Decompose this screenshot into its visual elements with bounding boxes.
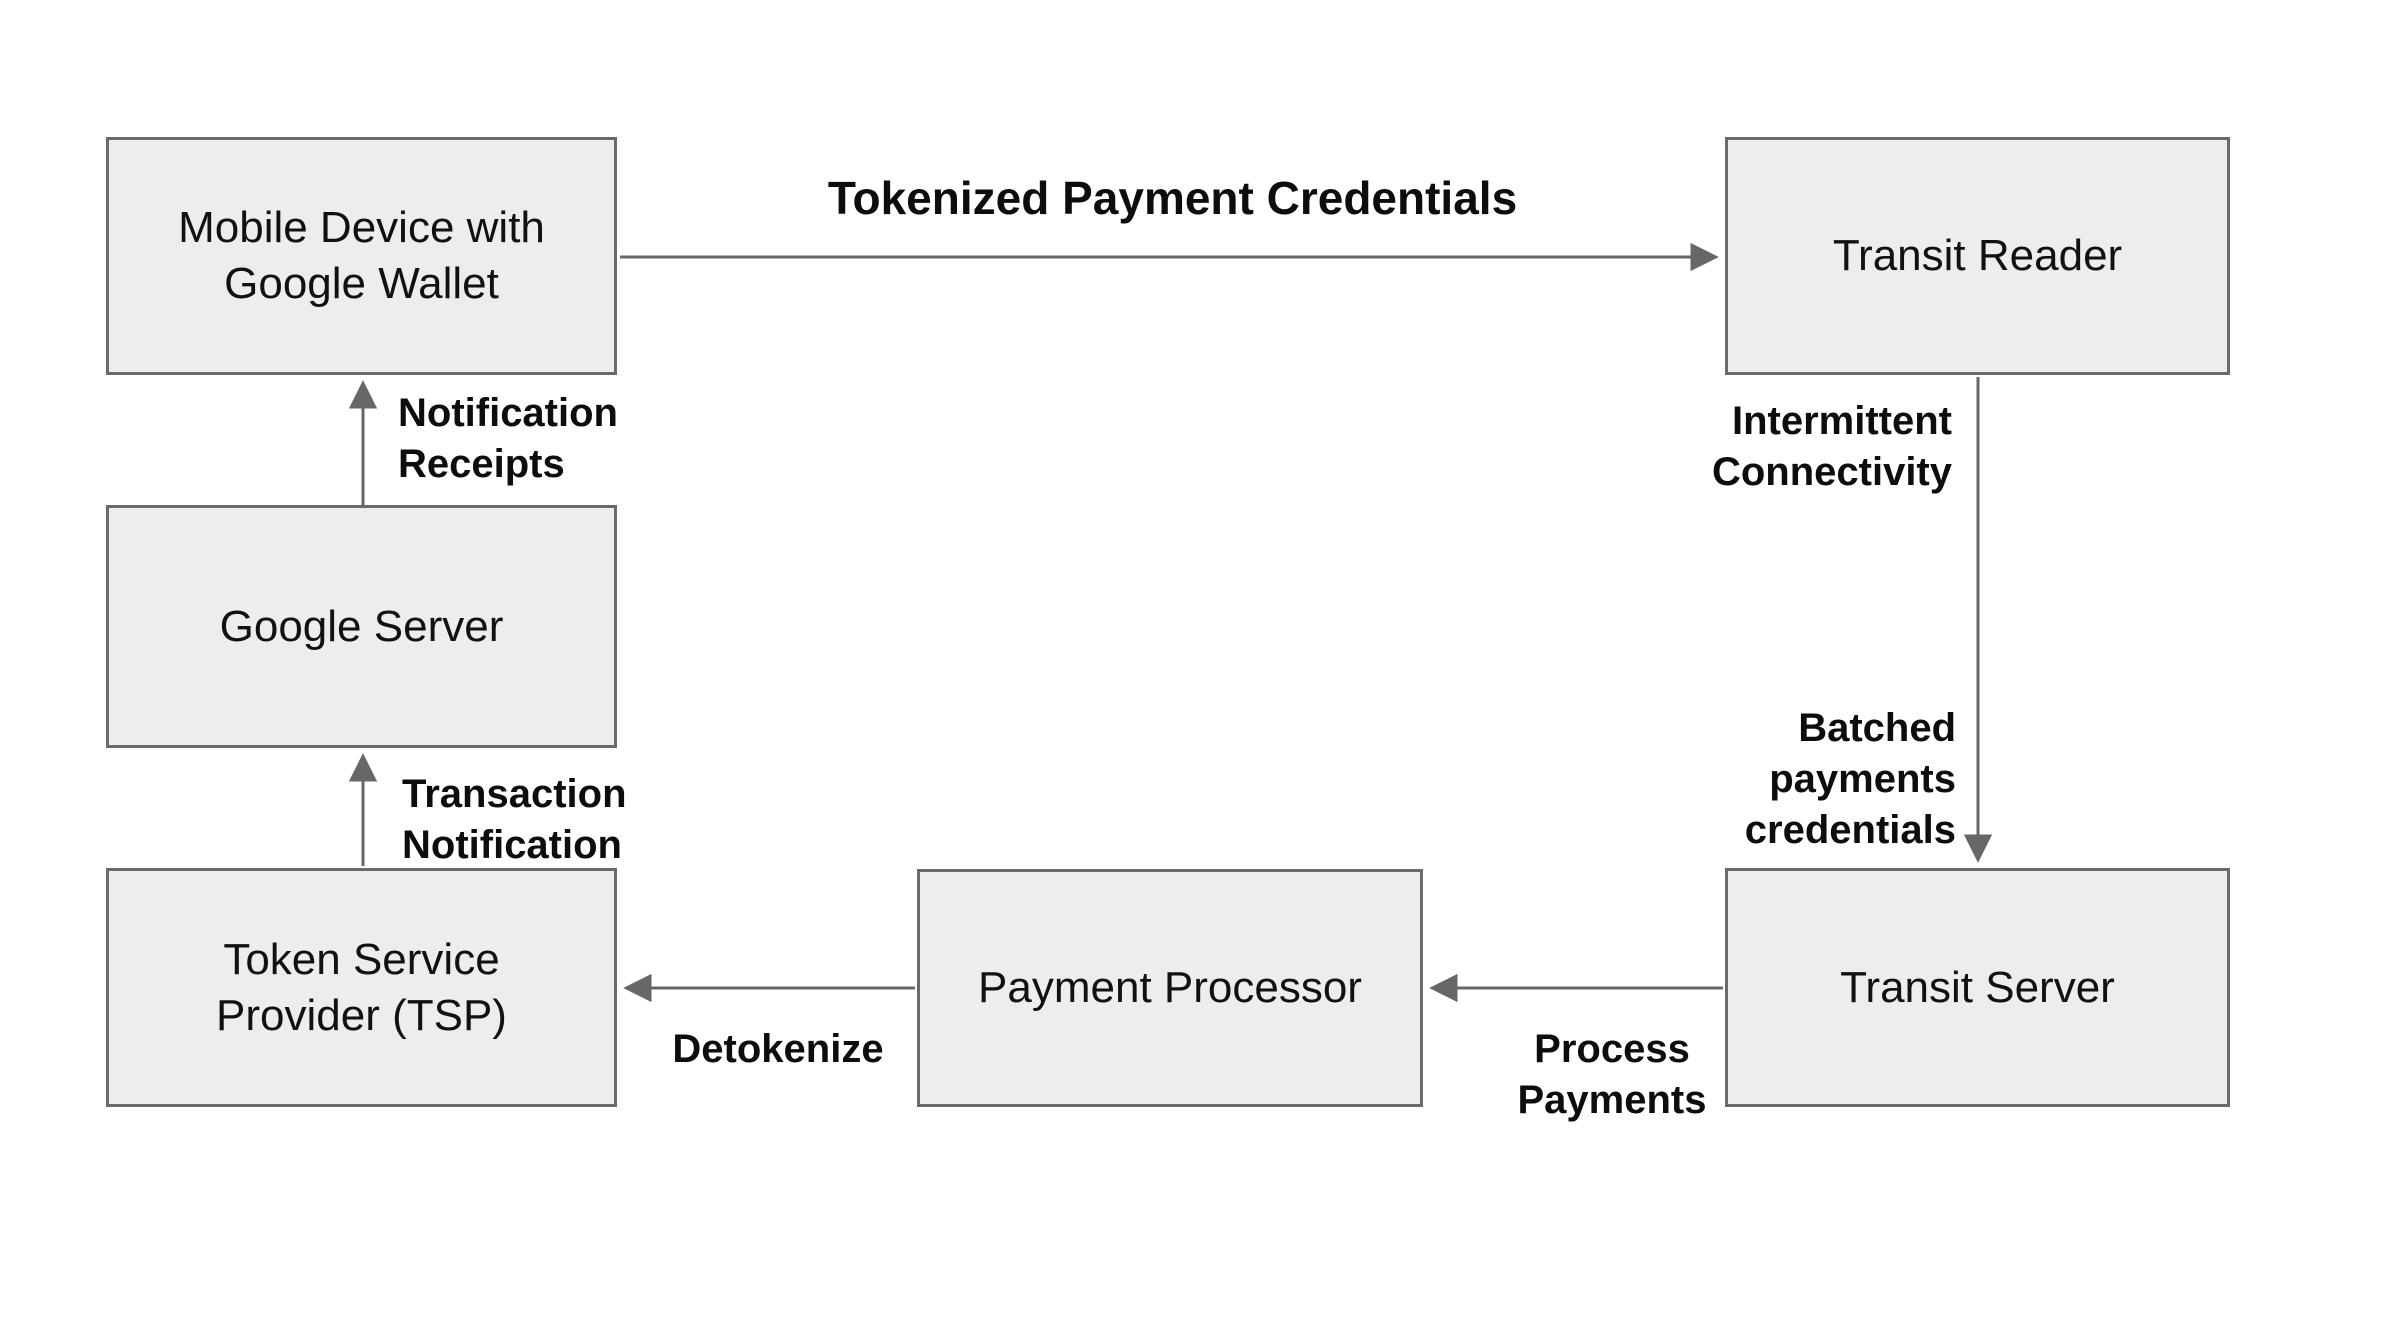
edge-label-batched-payments-credentials: Batched payments credentials <box>1744 706 1956 852</box>
edge-label-detokenize: Detokenize <box>672 1027 884 1071</box>
node-payment-processor: Payment Processor <box>917 869 1423 1107</box>
edge-label-transaction-notification: Transaction Notification <box>402 772 627 867</box>
node-transit-server: Transit Server <box>1725 868 2230 1107</box>
node-token-service-provider: Token Service Provider (TSP) <box>106 868 617 1107</box>
node-transit-reader: Transit Reader <box>1725 137 2230 375</box>
edge-label-process-payments: Process Payments <box>1517 1027 1707 1122</box>
edge-label-notification-receipts: Notification Receipts <box>398 391 618 486</box>
node-google-server: Google Server <box>106 505 617 748</box>
edge-label-tokenized-payment-credentials: Tokenized Payment Credentials <box>827 172 1518 224</box>
node-mobile-device-google-wallet: Mobile Device with Google Wallet <box>106 137 617 375</box>
edge-label-intermittent-connectivity: Intermittent Connectivity <box>1711 399 1952 494</box>
